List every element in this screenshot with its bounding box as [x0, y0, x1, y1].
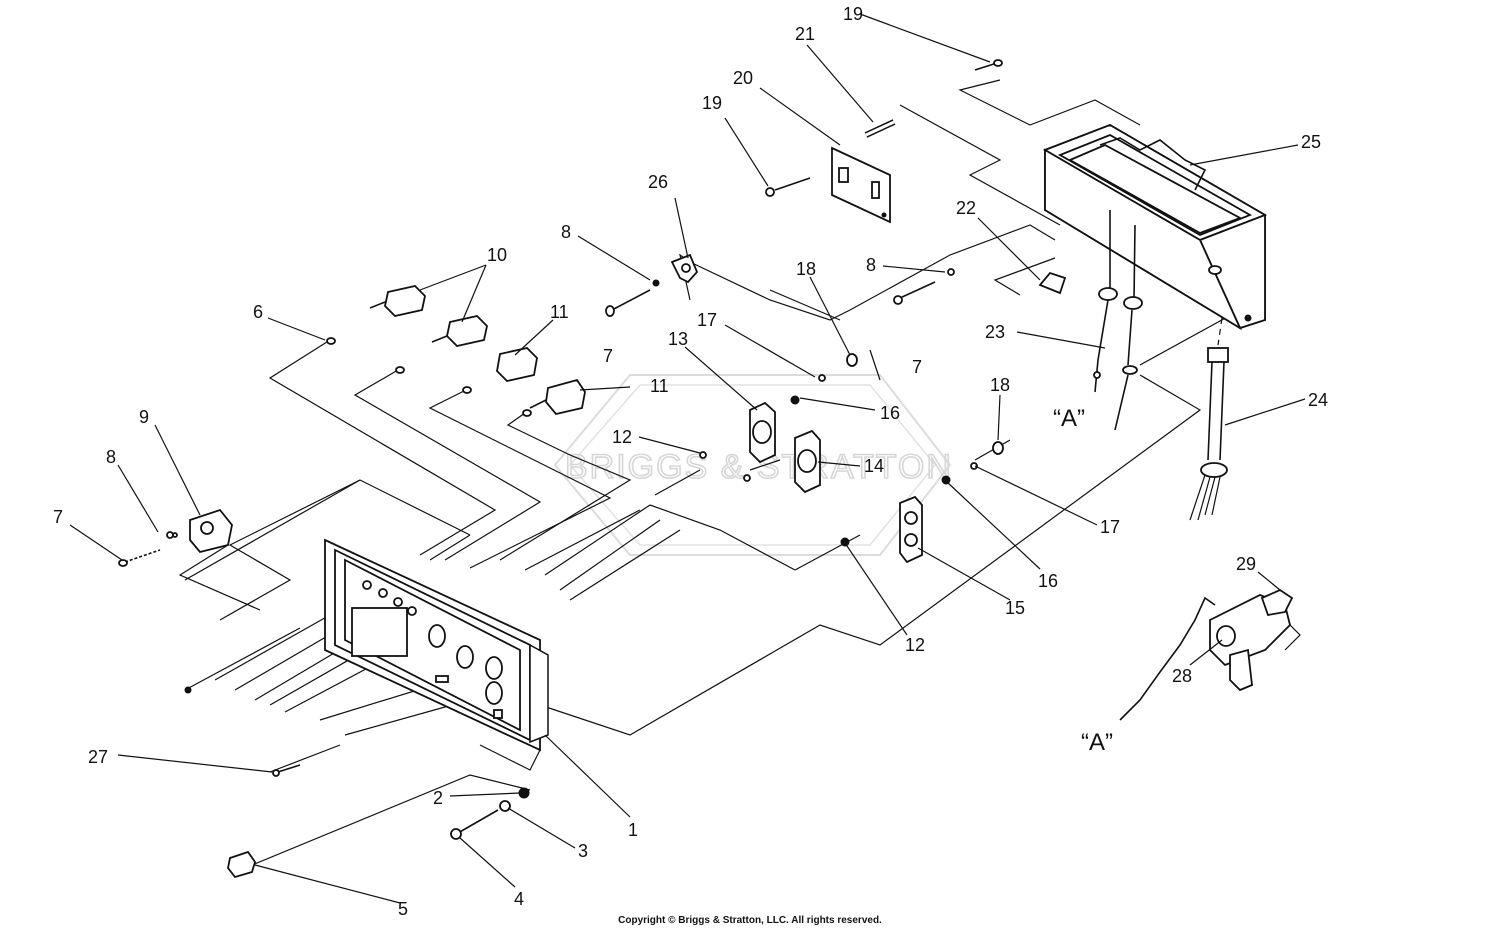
detail-mark-a-lower: “A” — [1081, 729, 1113, 756]
callout-16a: 16 — [880, 403, 900, 423]
callout-labels: 1 2 3 4 5 6 7 7 7 8 8 8 9 10 11 11 12 12… — [53, 4, 1328, 919]
callout-13: 13 — [668, 329, 688, 349]
callout-7a: 7 — [603, 346, 613, 366]
receptacle — [749, 401, 821, 494]
callout-29: 29 — [1236, 554, 1256, 574]
callout-17b: 17 — [1100, 517, 1120, 537]
callout-18b: 18 — [990, 375, 1010, 395]
clamp — [670, 253, 699, 284]
copyright-notice: Copyright © Briggs & Stratton, LLC. All … — [618, 915, 882, 926]
callout-21: 21 — [795, 24, 815, 44]
twist-lock-outlet — [189, 508, 233, 554]
callout-17a: 17 — [697, 310, 717, 330]
cover-plate — [831, 146, 891, 224]
callout-6: 6 — [253, 302, 263, 322]
callout-16b: 16 — [1038, 571, 1058, 591]
leader-lines — [69, 13, 1306, 904]
screw-7 — [118, 281, 936, 567]
spacer — [864, 119, 896, 138]
callout-5: 5 — [398, 899, 408, 919]
enclosure-box — [1042, 124, 1268, 331]
screw-27 — [272, 764, 301, 777]
callout-19b: 19 — [702, 93, 722, 113]
callout-28: 28 — [1172, 666, 1192, 686]
callout-25: 25 — [1301, 132, 1321, 152]
callout-10: 10 — [487, 245, 507, 265]
callout-2: 2 — [433, 788, 443, 808]
bracket — [1038, 271, 1067, 295]
toggle-switch — [369, 285, 488, 347]
rocker-switch — [227, 850, 256, 879]
callout-12b: 12 — [905, 635, 925, 655]
callout-14: 14 — [864, 456, 884, 476]
callout-26: 26 — [648, 172, 668, 192]
callout-11a: 11 — [550, 302, 569, 322]
callout-20: 20 — [733, 68, 753, 88]
callout-4: 4 — [514, 889, 524, 909]
callout-24: 24 — [1308, 390, 1328, 410]
callout-22: 22 — [956, 198, 976, 218]
screw — [765, 59, 1003, 197]
control-panel-frame — [324, 538, 549, 752]
callout-8a: 8 — [561, 222, 571, 242]
callout-7b: 7 — [912, 357, 922, 377]
connector-plug — [1119, 588, 1294, 721]
detail-mark-a-upper: “A” — [1053, 405, 1085, 432]
callout-15: 15 — [1005, 598, 1025, 618]
callout-23: 23 — [985, 322, 1005, 342]
knob-assembly — [450, 809, 499, 840]
callout-12a: 12 — [612, 427, 632, 447]
callout-7c: 7 — [53, 507, 63, 527]
duplex-outlet — [899, 495, 923, 564]
callout-19a: 19 — [843, 4, 863, 24]
cable-harness — [1093, 210, 1143, 431]
callout-9: 9 — [139, 407, 149, 427]
hardware-nuts — [166, 268, 1004, 812]
callout-8b: 8 — [866, 255, 876, 275]
cable — [1189, 317, 1229, 521]
callout-3: 3 — [578, 841, 588, 861]
callout-11b: 11 — [650, 376, 669, 396]
callout-8c: 8 — [106, 447, 116, 467]
callout-18a: 18 — [796, 259, 816, 279]
callout-1: 1 — [628, 820, 638, 840]
callout-27: 27 — [88, 747, 108, 767]
circuit-breaker — [496, 347, 586, 416]
